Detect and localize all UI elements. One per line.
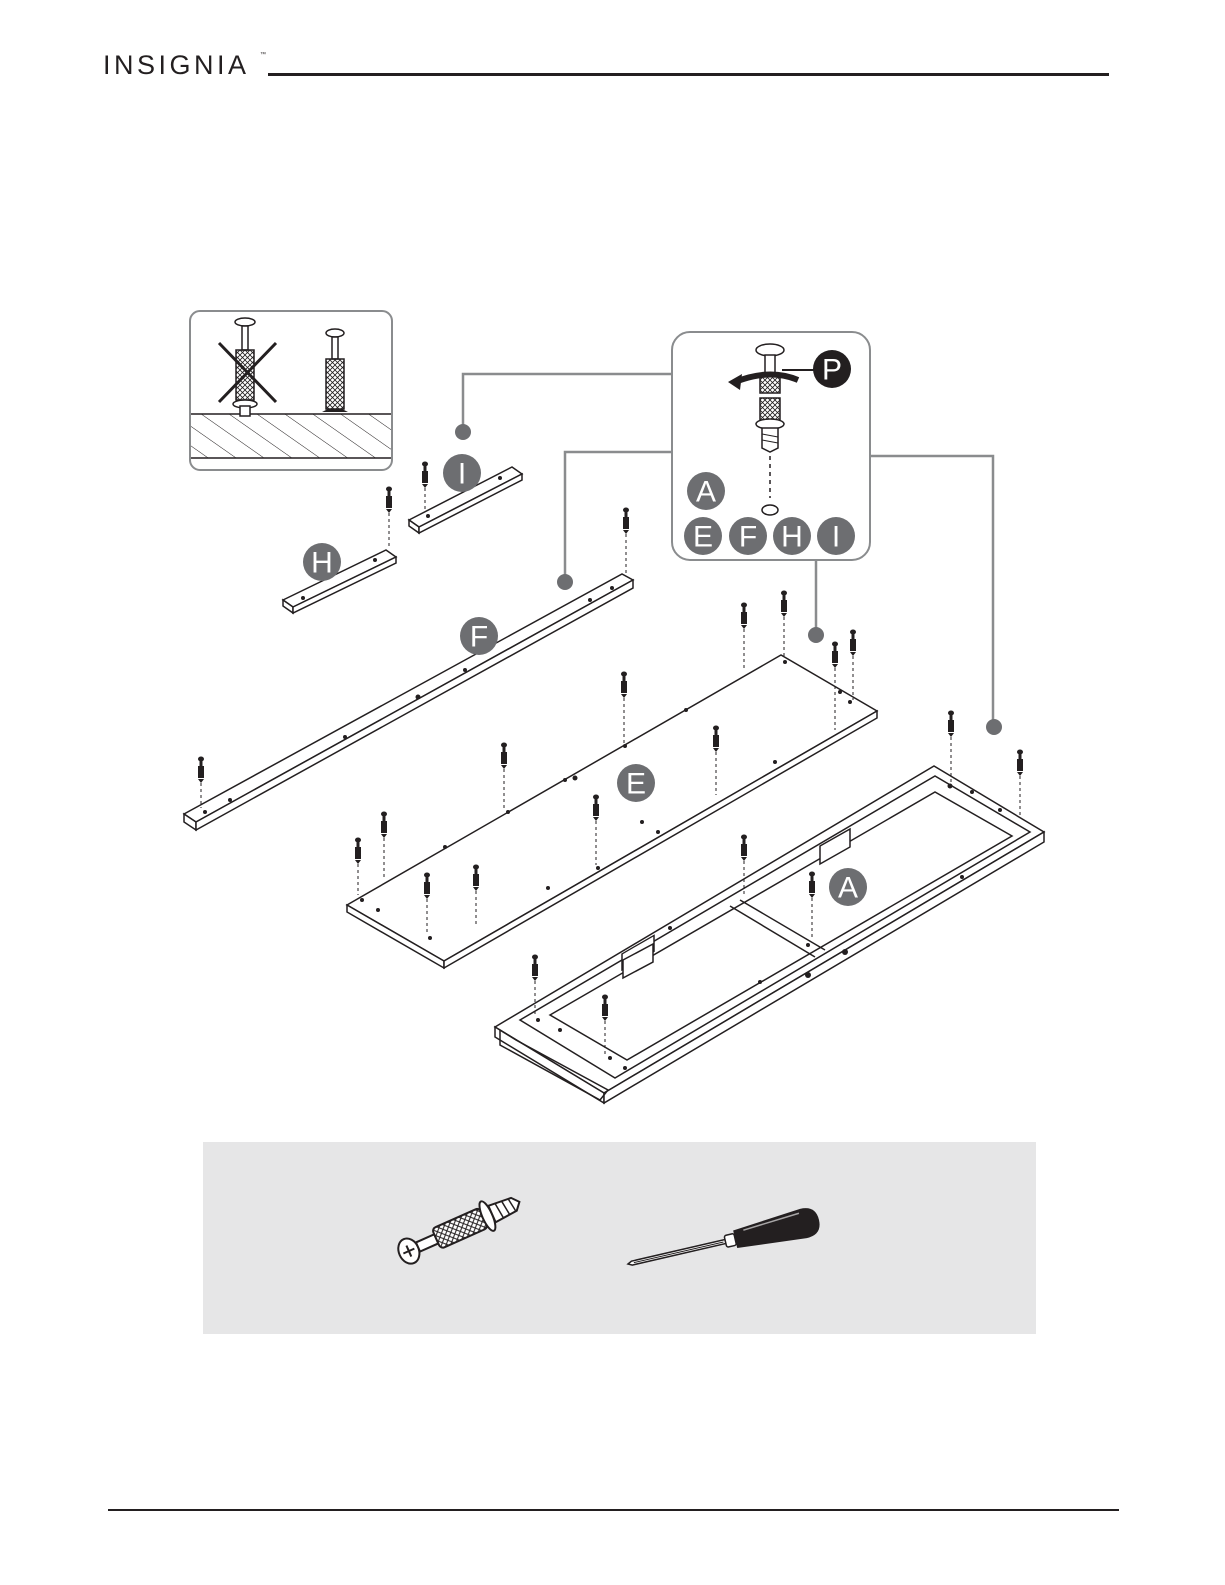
callout-e-inset-label: E [693, 521, 713, 554]
callout-f-label: F [470, 621, 488, 654]
callout-f-inset: F [729, 517, 767, 555]
tools-strip [203, 1142, 1036, 1334]
screwdriver-icon [625, 1205, 823, 1278]
cam-bolt-icon [393, 1187, 526, 1270]
callout-a-label: A [838, 872, 858, 905]
callout-i: I [443, 454, 481, 492]
callout-a: A [829, 868, 867, 906]
callout-h: H [303, 543, 341, 581]
footer-rule [108, 1509, 1119, 1511]
callout-e: E [617, 764, 655, 802]
callout-i-label: I [458, 458, 466, 491]
callout-p-label: P [822, 354, 842, 387]
callout-f: F [460, 617, 498, 655]
callout-h-label: H [311, 547, 333, 580]
callout-p: P [813, 350, 851, 388]
callout-e-label: E [626, 768, 646, 801]
callout-f-inset-label: F [739, 521, 757, 554]
callout-a-inset-label: A [696, 476, 716, 509]
callout-h-inset: H [773, 517, 811, 555]
depth-inset [190, 311, 392, 470]
callout-i-inset-label: I [832, 521, 840, 554]
callout-a-inset: A [687, 472, 725, 510]
callout-e-inset: E [684, 517, 722, 555]
callout-i-inset: I [817, 517, 855, 555]
panel-h-drawing [283, 487, 396, 614]
callout-h-inset-label: H [781, 521, 803, 554]
